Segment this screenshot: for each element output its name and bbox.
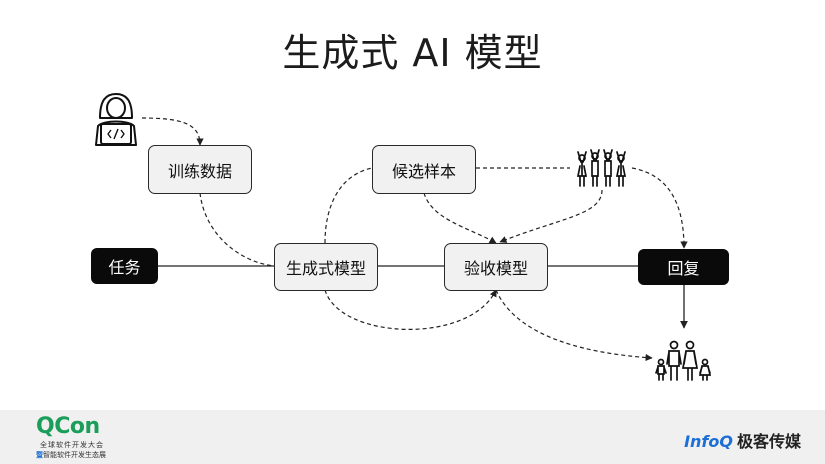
training-data-label: 训练数据 xyxy=(167,161,232,181)
model-to-verify-loop xyxy=(324,289,497,330)
infoq-cn-name: 极客传媒 xyxy=(736,432,801,451)
candidate-samples-label: 候选样本 xyxy=(391,161,456,181)
diagram-connectors xyxy=(95,93,712,381)
dev-to-training xyxy=(141,117,204,146)
qcon-logo: QCon xyxy=(36,414,100,439)
candidate-samples-node: 候选样本 xyxy=(372,145,476,194)
crowd-to-reply xyxy=(631,167,688,249)
slide: 生成式 AI 模型 xyxy=(91,31,729,381)
training-to-model xyxy=(199,192,275,267)
qcon-tagline-2-text: 智能软件开发生态展 xyxy=(43,451,106,459)
crowd-to-verify xyxy=(499,189,603,243)
verification-model-label: 验收模型 xyxy=(463,259,528,278)
generative-model-node: 生成式模型 xyxy=(274,243,378,291)
verify-to-family xyxy=(495,289,653,362)
developer-laptop-icon xyxy=(95,93,137,146)
model-to-candidate xyxy=(324,167,373,244)
training-data-node: 训练数据 xyxy=(148,145,252,194)
qcon-tagline-2: 暨智能软件开发生态展 xyxy=(36,450,106,460)
slide-title: 生成式 AI 模型 xyxy=(282,31,543,75)
task-label: 任务 xyxy=(108,258,141,277)
reply-label: 回复 xyxy=(667,259,700,278)
generative-model-label: 生成式模型 xyxy=(285,259,366,278)
crowd-raised-hands-icon xyxy=(576,149,627,187)
task-node: 任务 xyxy=(91,248,158,284)
infoq-brand: InfoQ xyxy=(684,432,733,451)
qcon-tagline-1: 全球软件开发大会 xyxy=(40,441,104,449)
verification-model-node: 验收模型 xyxy=(444,243,548,291)
reply-node: 回复 xyxy=(638,249,729,285)
candidate-to-verify xyxy=(423,192,497,244)
family-people-icon xyxy=(655,340,712,381)
qcon-tagline-mark: 暨 xyxy=(36,451,43,459)
